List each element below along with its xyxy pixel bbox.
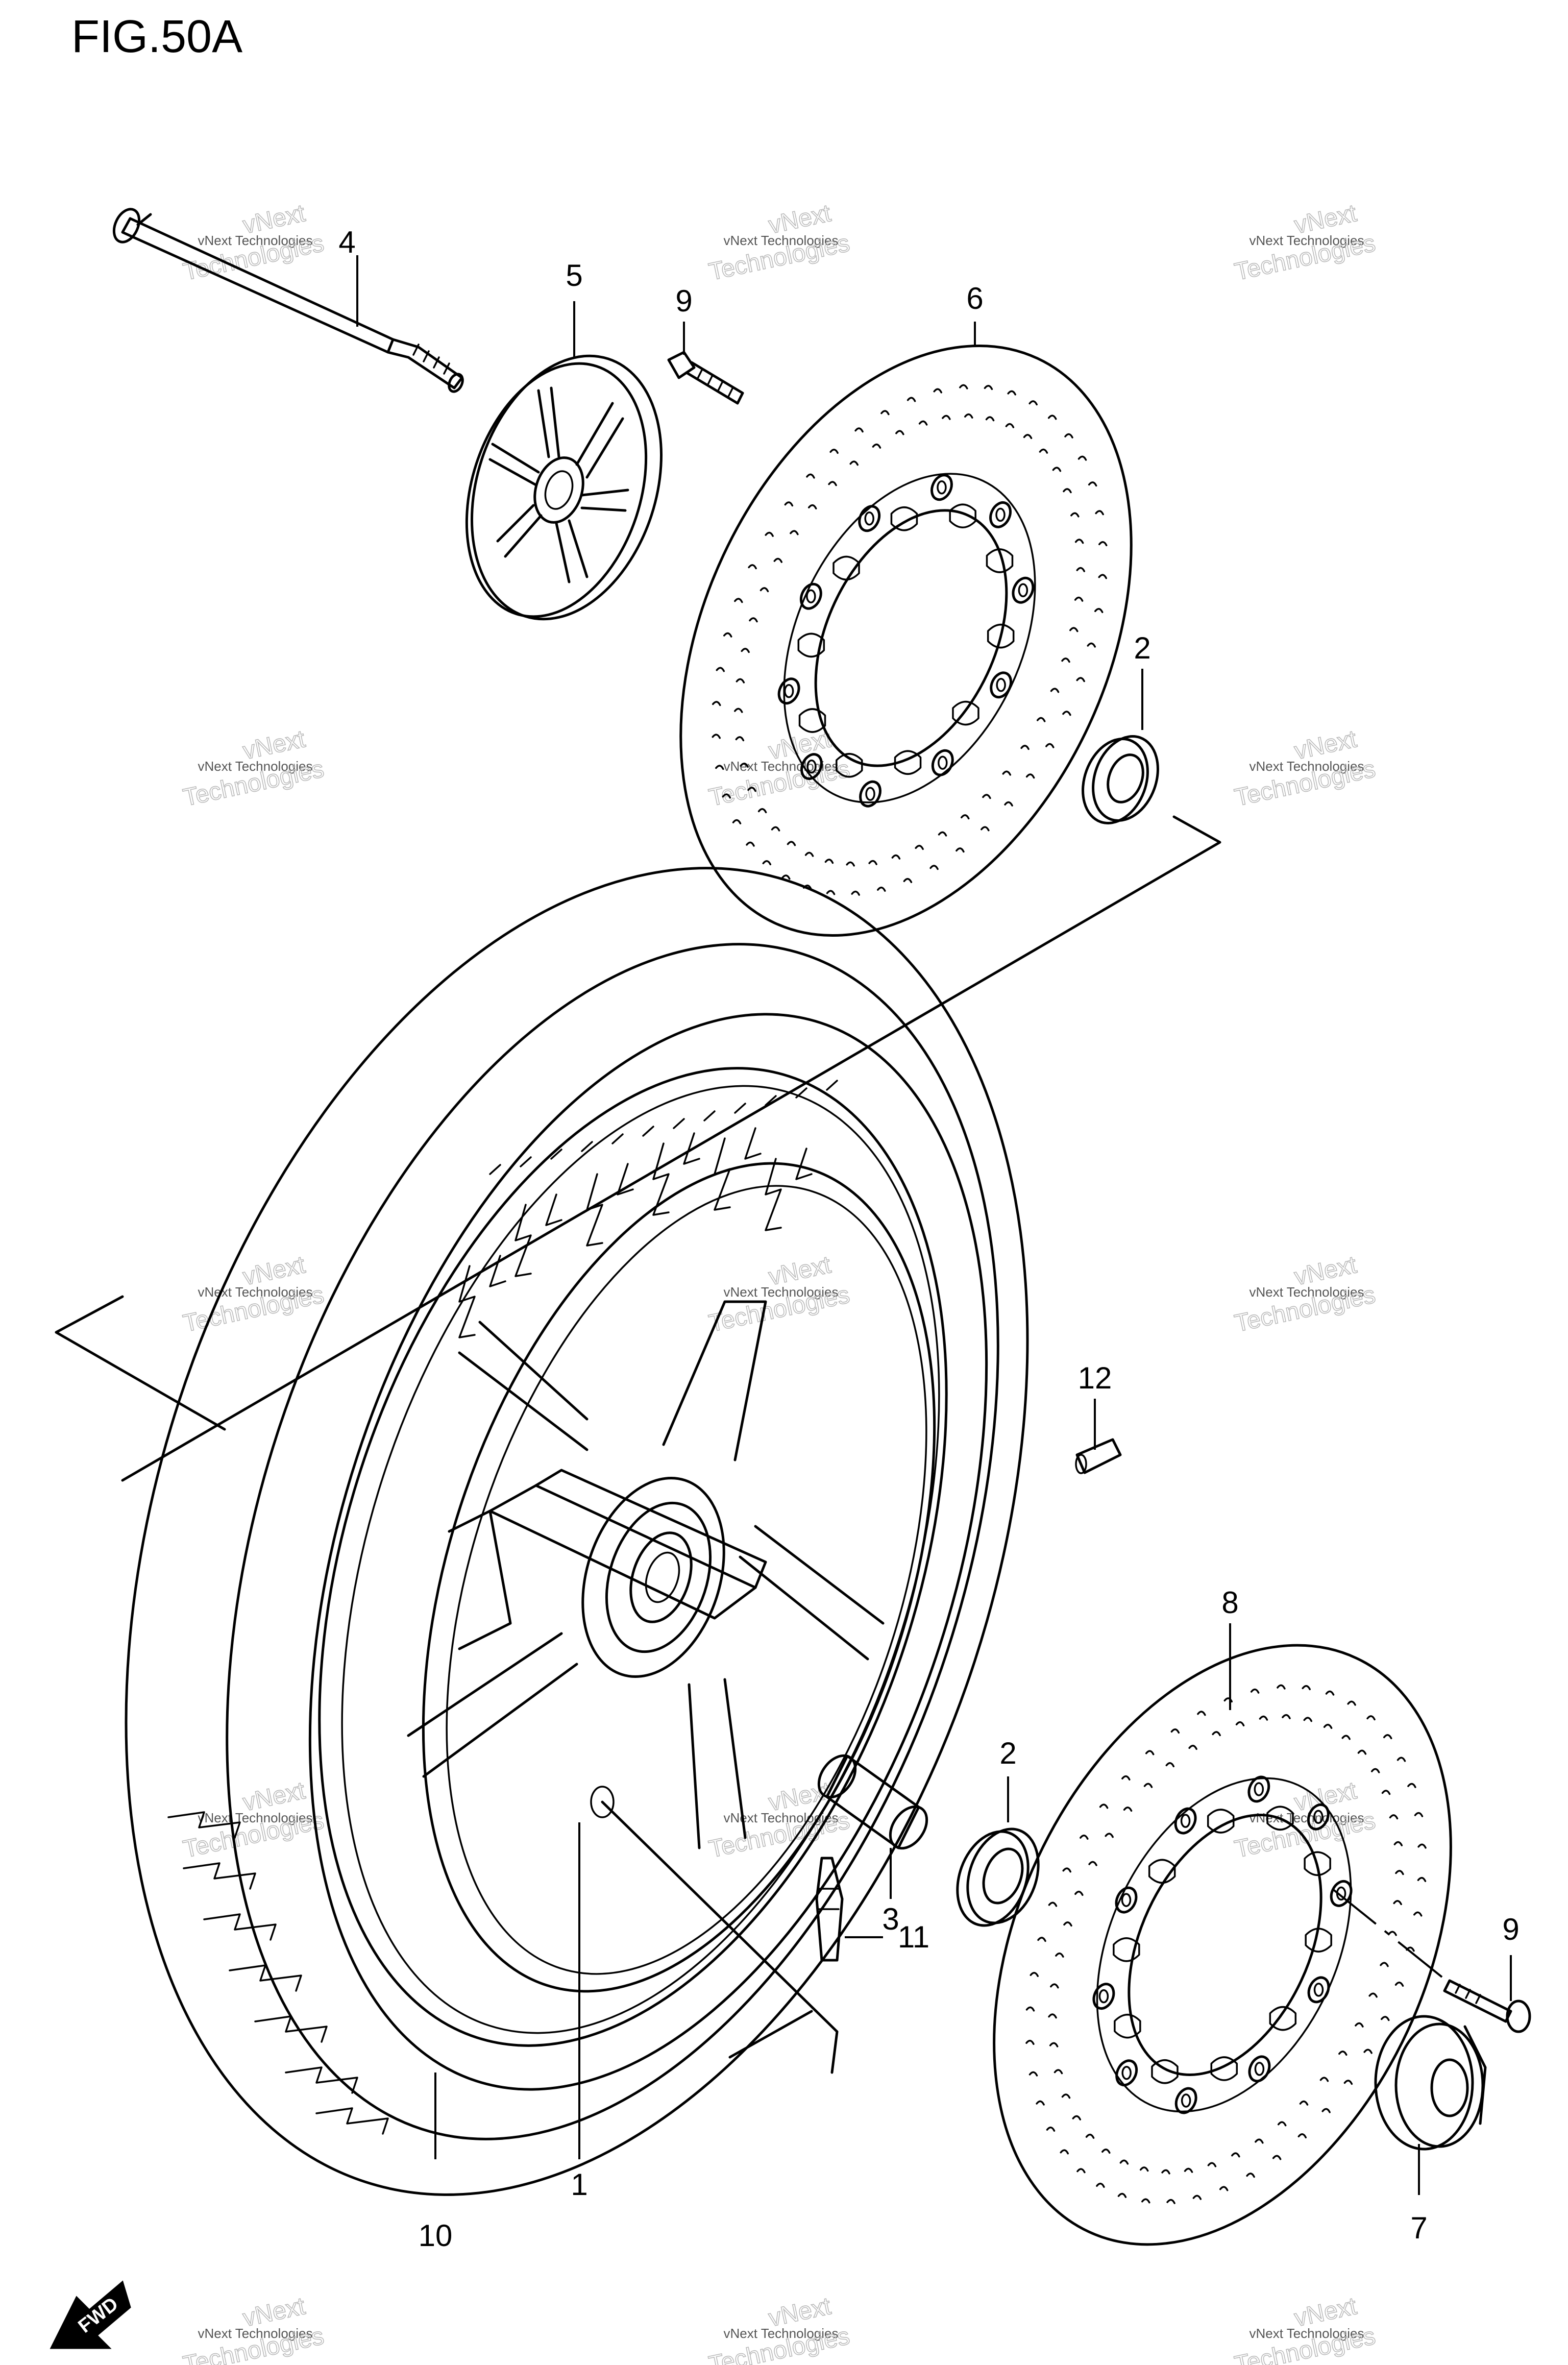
assembly-bracket-top	[121, 815, 1221, 1482]
callout-labels: 4 5 9 6 2 12 8 2 3 11 1 10 9 7	[338, 225, 1519, 2253]
callout-8: 8	[1221, 1586, 1238, 1620]
callout-5: 5	[566, 258, 582, 292]
callout-3: 3	[882, 1902, 899, 1936]
figure-title: FIG.50A	[71, 11, 242, 62]
retainer-part-6	[1374, 2015, 1487, 2151]
bearing-part-2-top	[1082, 735, 1159, 824]
callout-6: 7	[1410, 2211, 1427, 2245]
spacer-part-3	[817, 1754, 928, 1850]
leader-lines	[356, 255, 1512, 2195]
callout-7: 6	[966, 281, 983, 315]
watermark-text: vNext Technologies	[1250, 2326, 1364, 2341]
callout-10: 10	[419, 2218, 453, 2253]
watermark-text: vNext Technologies	[198, 759, 313, 774]
callout-1: 1	[571, 2167, 587, 2202]
watermark-text: vNext Technologies	[724, 1284, 839, 1300]
hub-cover-part-5	[465, 354, 663, 621]
brake-disc-part-7	[679, 344, 1133, 937]
callout-12: 12	[1078, 1361, 1112, 1395]
callout-4: 4	[338, 225, 355, 259]
valve-part-11	[815, 1857, 844, 1962]
callout-2-bottom: 2	[999, 1736, 1016, 1770]
bolt-part-9-top	[667, 351, 744, 405]
watermark-text: vNext Technologies	[1250, 759, 1364, 774]
watermark-text: vNext Technologies	[1250, 233, 1364, 248]
callout-9-bottom: 9	[1502, 1912, 1519, 1946]
callout-9-top: 9	[675, 284, 692, 318]
tire-part-10	[125, 867, 1029, 2196]
watermark-text: vNext Technologies	[724, 2326, 839, 2341]
callout-2-top: 2	[1134, 631, 1150, 665]
watermark-text: vNext Technologies	[1250, 1284, 1364, 1300]
watermark-text: vNext Technologies	[724, 233, 839, 248]
bolt-9-axis	[1331, 1888, 1451, 1984]
watermark-text: vNext Technologies	[198, 1810, 313, 1825]
watermark-text: vNext Technologies	[198, 1284, 313, 1300]
watermark-text: vNext Technologies	[198, 2326, 313, 2341]
axle-part-4	[112, 208, 464, 393]
bolt-part-9-bottom	[1443, 1979, 1531, 2033]
watermark-text: vNext Technologies	[198, 233, 313, 248]
brake-disc-part-8	[993, 1644, 1452, 2246]
wheel-rim-part-1	[318, 1067, 948, 2047]
bearing-part-2-bottom	[956, 1827, 1040, 1927]
callout-11: 11	[898, 1920, 929, 1954]
fwd-arrow-badge: FWD	[50, 2280, 131, 2349]
assembly-bracket-left	[55, 1295, 226, 1431]
cap-part-12	[1075, 1438, 1122, 1474]
